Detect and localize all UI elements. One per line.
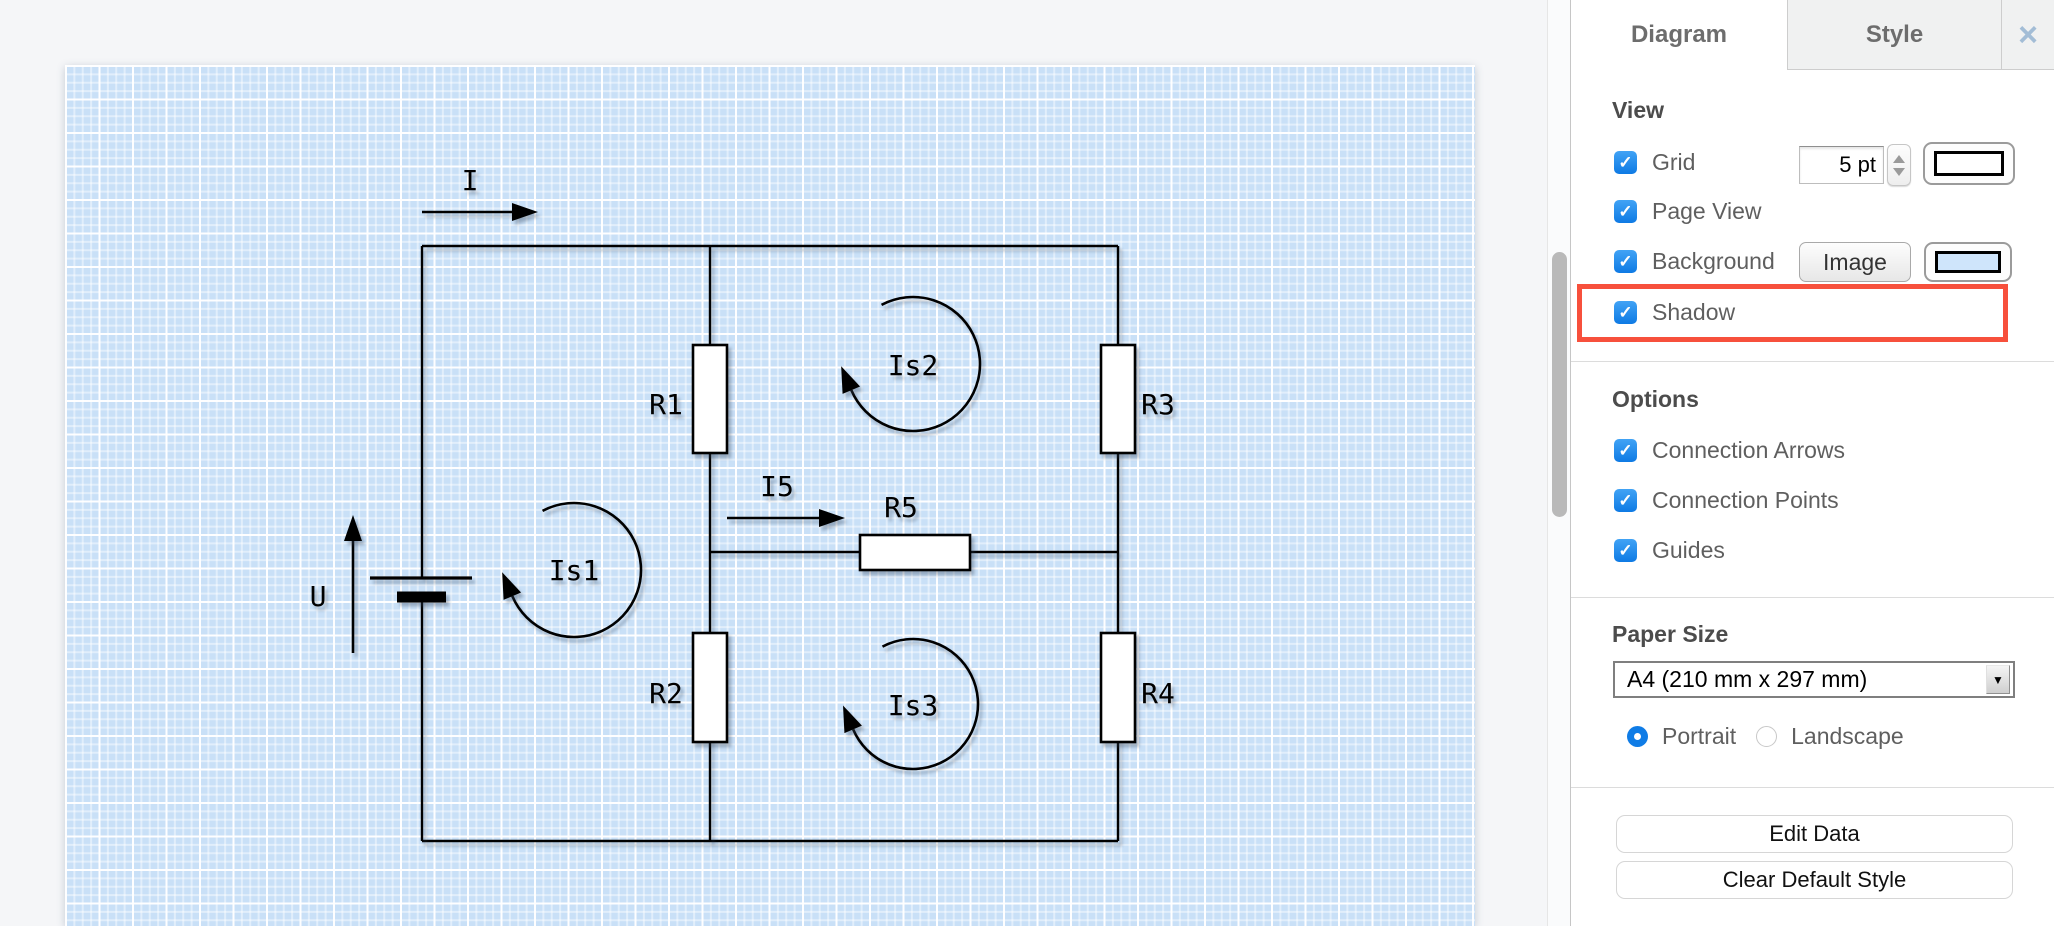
resistor-R2[interactable] <box>691 631 729 744</box>
orientation-radio-group: Portrait Landscape <box>1627 722 1924 750</box>
chevron-down-icon: ▼ <box>1992 672 2004 687</box>
loop-label-Is3: Is3 <box>888 689 939 722</box>
paper-size-value: A4 (210 mm x 297 mm) <box>1627 666 1868 692</box>
view-section-heading: View <box>1612 97 1664 123</box>
background-row[interactable]: ✓ Background <box>1614 241 1775 281</box>
tab-diagram-label: Diagram <box>1630 21 1728 48</box>
resistor-label-R5: R5 <box>884 491 918 524</box>
resistor-label-R3: R3 <box>1141 388 1175 421</box>
format-panel: Diagram Style × View ✓ Grid <box>1570 0 2054 926</box>
section-divider <box>1571 361 2054 362</box>
close-icon: × <box>2018 15 2038 54</box>
portrait-label: Portrait <box>1662 722 1737 749</box>
clear-default-style-button[interactable]: Clear Default Style <box>1616 861 2013 899</box>
edit-data-label: Edit Data <box>1769 821 1860 846</box>
connection-points-label: Connection Points <box>1652 486 1839 513</box>
arrow-label-I5: I5 <box>760 470 794 503</box>
loop-label-Is2: Is2 <box>888 349 939 382</box>
resistor-label-R1: R1 <box>649 388 683 421</box>
background-label: Background <box>1652 247 1775 274</box>
shadow-checkbox[interactable]: ✓ <box>1614 300 1637 324</box>
loop-arc-Is2[interactable] <box>850 295 982 433</box>
resistor-R3[interactable] <box>1099 343 1137 455</box>
grid-label: Grid <box>1652 148 1696 175</box>
stepper-up-icon[interactable] <box>1893 154 1905 163</box>
arrow-label-U: U <box>310 580 327 613</box>
resistor-R1[interactable] <box>691 343 729 455</box>
close-panel-button[interactable]: × <box>2002 0 2054 69</box>
loop-arrowhead-Is1[interactable] <box>502 572 522 600</box>
clear-default-style-label: Clear Default Style <box>1722 867 1907 892</box>
resistor-R4[interactable] <box>1099 631 1137 744</box>
resistor-R5[interactable] <box>858 533 972 572</box>
connection-arrows-label: Connection Arrows <box>1652 436 1846 463</box>
canvas-vertical-scrollbar[interactable] <box>1547 0 1571 926</box>
grid-color-button[interactable] <box>1923 142 2015 185</box>
check-icon: ✓ <box>1618 201 1633 221</box>
shadow-highlight-box <box>1577 284 2008 342</box>
background-checkbox[interactable]: ✓ <box>1614 249 1637 273</box>
check-icon: ✓ <box>1618 440 1633 460</box>
loop-arc-Is1[interactable] <box>511 501 643 639</box>
tab-diagram[interactable]: Diagram <box>1571 0 1788 70</box>
check-icon: ✓ <box>1618 540 1633 560</box>
check-icon: ✓ <box>1618 251 1633 271</box>
loop-arrowhead-Is3[interactable] <box>843 705 862 734</box>
landscape-label: Landscape <box>1791 722 1904 749</box>
check-icon: ✓ <box>1618 490 1633 510</box>
background-color-button[interactable] <box>1924 242 2012 282</box>
connection-points-checkbox[interactable]: ✓ <box>1614 488 1637 512</box>
portrait-radio[interactable] <box>1627 725 1648 747</box>
shadow-row[interactable]: ✓ Shadow <box>1614 292 1735 332</box>
guides-checkbox[interactable]: ✓ <box>1614 538 1637 562</box>
edit-data-button[interactable]: Edit Data <box>1616 815 2013 853</box>
arrowhead-U[interactable] <box>344 515 362 541</box>
scrollbar-thumb[interactable] <box>1552 252 1567 517</box>
resistor-label-R4: R4 <box>1141 677 1175 710</box>
landscape-radio[interactable] <box>1756 725 1778 747</box>
paper-size-select[interactable]: A4 (210 mm x 297 mm) ▼ <box>1613 661 2015 698</box>
grid-size-stepper[interactable] <box>1887 144 1911 186</box>
arrow-label-I: I <box>462 164 479 197</box>
image-button-label: Image <box>1823 248 1887 275</box>
shadow-label: Shadow <box>1652 298 1736 325</box>
connection-arrows-row[interactable]: ✓ Connection Arrows <box>1614 430 1845 470</box>
connection-points-row[interactable]: ✓ Connection Points <box>1614 480 1839 520</box>
background-color-swatch <box>1935 251 2001 273</box>
options-section-heading: Options <box>1612 386 1699 412</box>
page-view-label: Page View <box>1652 197 1762 224</box>
guides-row[interactable]: ✓ Guides <box>1614 530 1725 570</box>
connection-arrows-checkbox[interactable]: ✓ <box>1614 438 1637 462</box>
grid-size-input[interactable] <box>1799 146 1884 184</box>
paper-size-heading: Paper Size <box>1612 621 1729 647</box>
format-panel-tabs: Diagram Style × <box>1571 0 2054 70</box>
select-dropdown-button[interactable]: ▼ <box>1986 665 2010 694</box>
arrowhead-I[interactable] <box>512 203 538 221</box>
grid-checkbox[interactable]: ✓ <box>1614 150 1637 174</box>
guides-label: Guides <box>1652 536 1725 563</box>
loop-arrowhead-Is2[interactable] <box>841 366 861 394</box>
section-divider <box>1571 787 2054 788</box>
tab-style-label: Style <box>1865 20 1924 48</box>
grid-color-swatch <box>1934 151 2004 176</box>
check-icon: ✓ <box>1618 302 1633 322</box>
grid-row[interactable]: ✓ Grid <box>1614 142 1695 182</box>
loop-label-Is1: Is1 <box>549 554 600 587</box>
loop-arc-Is3[interactable] <box>851 637 980 771</box>
check-icon: ✓ <box>1618 152 1633 172</box>
page-view-checkbox[interactable]: ✓ <box>1614 199 1637 223</box>
tab-style[interactable]: Style <box>1788 0 2002 69</box>
background-image-button[interactable]: Image <box>1799 242 1911 282</box>
page-view-row[interactable]: ✓ Page View <box>1614 191 1762 231</box>
section-divider <box>1571 597 2054 598</box>
arrowhead-I5[interactable] <box>819 509 845 527</box>
stepper-down-icon[interactable] <box>1893 167 1905 176</box>
resistor-label-R2: R2 <box>649 677 683 710</box>
